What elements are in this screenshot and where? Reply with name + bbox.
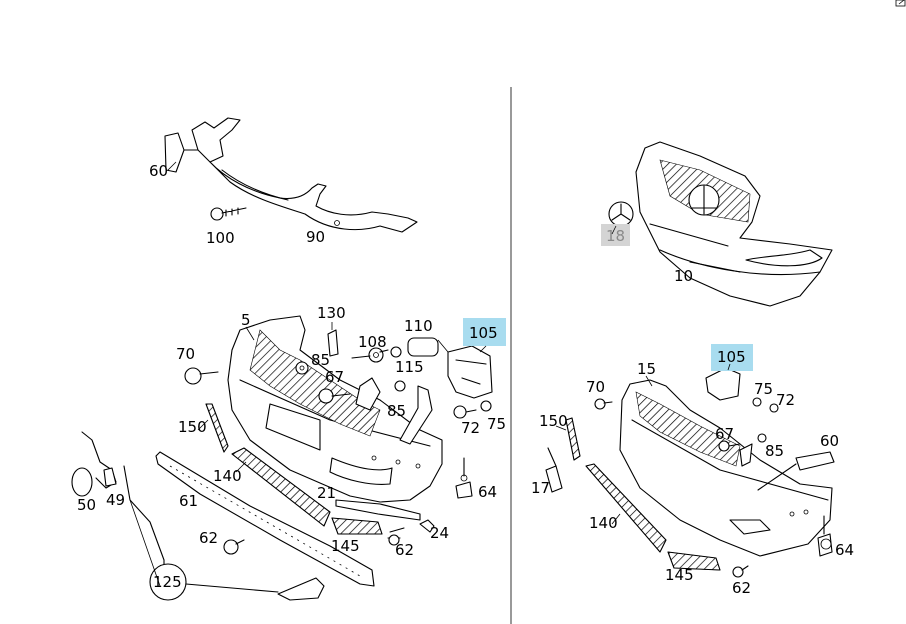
callout-5[interactable]: 5 xyxy=(241,311,251,329)
external-link-icon[interactable] xyxy=(895,0,906,7)
trim-150-left xyxy=(205,403,229,453)
callout-70-right[interactable]: 70 xyxy=(586,378,605,396)
callout-75-right[interactable]: 75 xyxy=(754,380,773,398)
callout-105-left[interactable]: 105 xyxy=(469,324,498,342)
callout-60-top[interactable]: 60 xyxy=(149,162,168,180)
leader-lines xyxy=(129,161,731,587)
callout-150-right[interactable]: 150 xyxy=(539,412,568,430)
bracket-130 xyxy=(327,329,339,357)
callout-145-left[interactable]: 145 xyxy=(331,537,360,555)
callout-145-right[interactable]: 145 xyxy=(665,566,694,584)
callout-115[interactable]: 115 xyxy=(395,358,424,376)
callout-24[interactable]: 24 xyxy=(430,524,449,542)
callout-108[interactable]: 108 xyxy=(358,333,387,351)
callout-17[interactable]: 17 xyxy=(531,479,550,497)
callout-75-left[interactable]: 75 xyxy=(487,415,506,433)
callout-125-circle[interactable]: 125 xyxy=(149,563,187,601)
fasteners-right xyxy=(594,397,833,578)
screw-100 xyxy=(210,207,247,221)
strip-21 xyxy=(335,499,421,521)
part-17 xyxy=(545,447,563,493)
grille-140-right xyxy=(585,463,667,553)
bracket-right-left-diagram xyxy=(399,385,433,445)
screw-70-left xyxy=(184,367,219,385)
callout-18-badge[interactable]: 18 xyxy=(601,224,630,246)
callout-70-left[interactable]: 70 xyxy=(176,345,195,363)
callout-15[interactable]: 15 xyxy=(637,360,656,378)
trim-61 xyxy=(155,451,375,587)
bumper-cover-left xyxy=(227,315,443,503)
callout-49[interactable]: 49 xyxy=(106,491,125,509)
cover-125 xyxy=(123,465,325,601)
callout-100[interactable]: 100 xyxy=(206,229,235,247)
bracket-105-left xyxy=(447,345,493,399)
callout-72-right[interactable]: 72 xyxy=(776,391,795,409)
callout-130[interactable]: 130 xyxy=(317,304,346,322)
callout-85-b[interactable]: 85 xyxy=(387,402,406,420)
callout-60-right[interactable]: 60 xyxy=(820,432,839,450)
cover-60-right xyxy=(757,451,835,491)
callout-140-left[interactable]: 140 xyxy=(213,467,242,485)
washers-and-fasteners-left xyxy=(223,337,492,555)
headlamp-washer-cap-50 xyxy=(71,467,93,497)
callout-62-right[interactable]: 62 xyxy=(732,579,751,597)
callout-105-right[interactable]: 105 xyxy=(717,348,746,366)
callout-62-left-b[interactable]: 62 xyxy=(395,541,414,559)
callout-67-right[interactable]: 67 xyxy=(715,425,734,443)
grille-145-left xyxy=(331,517,383,535)
grille-140-left xyxy=(231,447,331,527)
bracket-115 xyxy=(355,377,381,411)
callout-125[interactable]: 125 xyxy=(153,573,182,591)
callout-18[interactable]: 18 xyxy=(606,227,625,245)
callout-64-right[interactable]: 64 xyxy=(835,541,854,559)
callout-110[interactable]: 110 xyxy=(404,317,433,335)
bumper-cover-right xyxy=(619,379,833,557)
grille-145-right xyxy=(667,551,721,571)
callout-10[interactable]: 10 xyxy=(674,267,693,285)
callout-50[interactable]: 50 xyxy=(77,496,96,514)
bracket-105-right xyxy=(705,367,741,401)
callout-90[interactable]: 90 xyxy=(306,228,325,246)
callout-150-left[interactable]: 150 xyxy=(178,418,207,436)
callout-67-left[interactable]: 67 xyxy=(325,368,344,386)
callout-62-left-a[interactable]: 62 xyxy=(199,529,218,547)
callout-105-left-badge[interactable]: 105 xyxy=(463,318,506,346)
washer-nozzle-49 xyxy=(81,431,117,489)
star-emblem-18 xyxy=(608,201,634,227)
bumper-carrier-assembly xyxy=(164,117,418,233)
callout-140-right[interactable]: 140 xyxy=(589,514,618,532)
callout-105-right-badge[interactable]: 105 xyxy=(711,344,753,371)
trim-150-right xyxy=(565,417,581,461)
front-bumper-complete xyxy=(635,141,833,307)
callout-21[interactable]: 21 xyxy=(317,484,336,502)
callout-61[interactable]: 61 xyxy=(179,492,198,510)
callout-72-left[interactable]: 72 xyxy=(461,419,480,437)
callout-64-left[interactable]: 64 xyxy=(478,483,497,501)
callout-85-right[interactable]: 85 xyxy=(765,442,784,460)
callout-85-a[interactable]: 85 xyxy=(311,351,330,369)
